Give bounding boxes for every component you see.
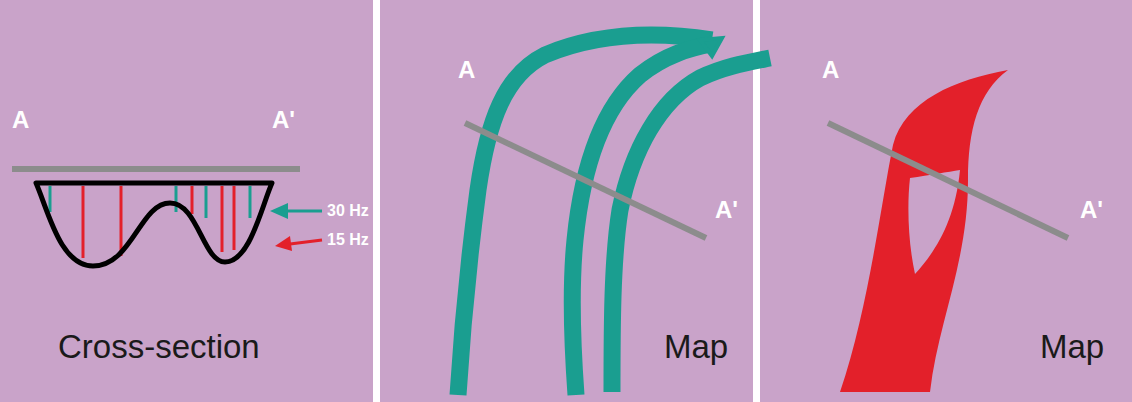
section-end: A — [822, 58, 839, 82]
panel — [0, 0, 373, 402]
panel-title: Map — [664, 330, 728, 363]
section-line — [465, 123, 706, 238]
section-end: A' — [715, 198, 738, 222]
reflector-lines — [50, 186, 250, 258]
panel — [760, 0, 1132, 402]
frequency-label: 15 Hz — [327, 232, 369, 248]
section-line — [12, 166, 300, 172]
section-end: A — [12, 108, 29, 132]
channel-map — [840, 70, 1008, 392]
panel-title: Cross-section — [58, 330, 260, 363]
section-end: A — [458, 58, 475, 82]
frequency-label: 30 Hz — [327, 203, 369, 219]
panel-title: Map — [1040, 330, 1104, 363]
section-end: A' — [272, 108, 295, 132]
channel-outline — [36, 183, 272, 266]
section-line — [828, 123, 1068, 238]
panel — [380, 0, 753, 402]
channel-map — [458, 35, 770, 395]
section-end: A' — [1080, 198, 1103, 222]
legend-arrows — [270, 203, 322, 251]
